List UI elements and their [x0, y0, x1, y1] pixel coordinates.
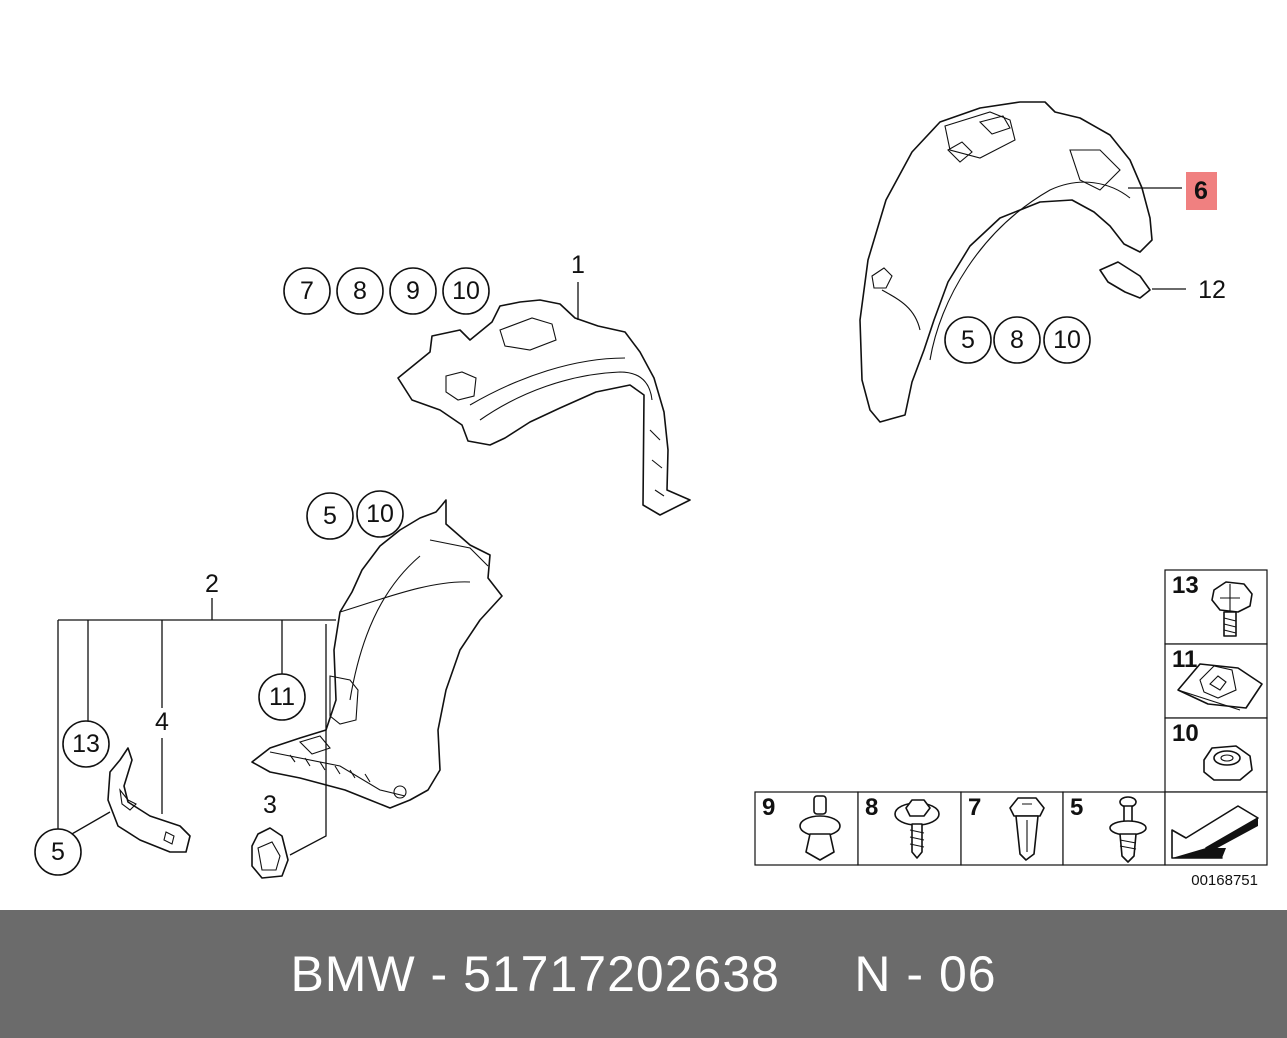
part-label-12: 12 — [1198, 276, 1226, 304]
hex-nut-icon — [1203, 745, 1253, 781]
callout-10-top: 10 — [442, 267, 490, 315]
callout-8-top-label: 8 — [353, 277, 367, 305]
callout-5-right: 5 — [944, 316, 992, 364]
callout-13: 13 — [62, 720, 110, 768]
diagram-code: 00168751 — [1191, 872, 1258, 889]
callout-11-label: 11 — [269, 683, 295, 711]
part-label-6-highlight: 6 — [1186, 172, 1217, 210]
callout-5-mid-label: 5 — [323, 502, 337, 530]
part-label-4: 4 — [155, 708, 169, 736]
callout-10-right: 10 — [1043, 316, 1091, 364]
hardware-cell-13: 13 — [1164, 569, 1268, 645]
hex-bolt-icon — [1211, 581, 1253, 637]
direction-arrow-icon — [1171, 805, 1259, 859]
hardware-cell-7-label: 7 — [968, 794, 981, 821]
hardware-cell-10-label: 10 — [1172, 720, 1199, 747]
hardware-cell-13-label: 13 — [1172, 572, 1199, 599]
callout-9-label: 9 — [406, 277, 420, 305]
callout-8-right: 8 — [993, 316, 1041, 364]
footer-bar: BMW - 51717202638 N - 06 — [0, 910, 1287, 1038]
callout-5-bottom: 5 — [34, 828, 82, 876]
hardware-cell-5-label: 5 — [1070, 794, 1083, 821]
callout-10-top-label: 10 — [452, 277, 480, 305]
bracket-drawing — [251, 827, 289, 879]
hardware-cell-10: 10 — [1164, 717, 1268, 793]
wheel-arch-liner-rear-drawing — [859, 101, 1186, 423]
callout-10-mid: 10 — [356, 490, 404, 538]
hardware-cell-8-label: 8 — [865, 794, 878, 821]
callout-7-label: 7 — [300, 277, 314, 305]
callout-10-mid-label: 10 — [366, 500, 394, 528]
flange-screw-icon — [894, 799, 940, 859]
plastic-rivet-icon — [1109, 796, 1147, 863]
part-label-2: 2 — [205, 570, 219, 598]
callout-5-mid: 5 — [306, 492, 354, 540]
callout-9: 9 — [389, 267, 437, 315]
part-number-caption: BMW - 51717202638 N - 06 — [290, 946, 997, 1002]
hardware-cell-9: 9 — [754, 791, 859, 866]
callout-13-label: 13 — [72, 730, 100, 758]
callout-8-right-label: 8 — [1010, 326, 1024, 354]
hardware-cell-7: 7 — [960, 791, 1064, 866]
highlight-box — [1186, 172, 1217, 210]
hardware-cell-arrow — [1164, 791, 1268, 866]
hardware-cell-11-label: 11 — [1172, 646, 1197, 673]
wheel-arch-liner-front-drawing — [397, 282, 691, 516]
part-label-1: 1 — [571, 251, 585, 279]
hardware-cell-5: 5 — [1062, 791, 1166, 866]
clip-nut-icon — [1177, 663, 1263, 711]
spreading-nut-icon — [1009, 797, 1045, 861]
expanding-rivet-icon — [799, 795, 841, 861]
hardware-cell-9-label: 9 — [762, 794, 775, 821]
hardware-cell-11: 11 — [1164, 643, 1268, 719]
callout-7: 7 — [283, 267, 331, 315]
part-label-3: 3 — [263, 791, 277, 819]
exploded-parts-diagram: 1 2 3 4 12 6 7 8 9 10 5 8 10 5 10 11 13 … — [34, 101, 1268, 889]
callout-8-top: 8 — [336, 267, 384, 315]
hardware-table: 13 11 10 — [754, 569, 1268, 866]
callout-10-right-label: 10 — [1053, 326, 1081, 354]
hardware-cell-8: 8 — [857, 791, 962, 866]
callout-5-right-label: 5 — [961, 326, 975, 354]
callout-5-bottom-label: 5 — [51, 838, 65, 866]
callout-11: 11 — [258, 673, 306, 721]
air-deflector-drawing — [107, 747, 191, 853]
part-label-6: 6 — [1194, 177, 1208, 205]
